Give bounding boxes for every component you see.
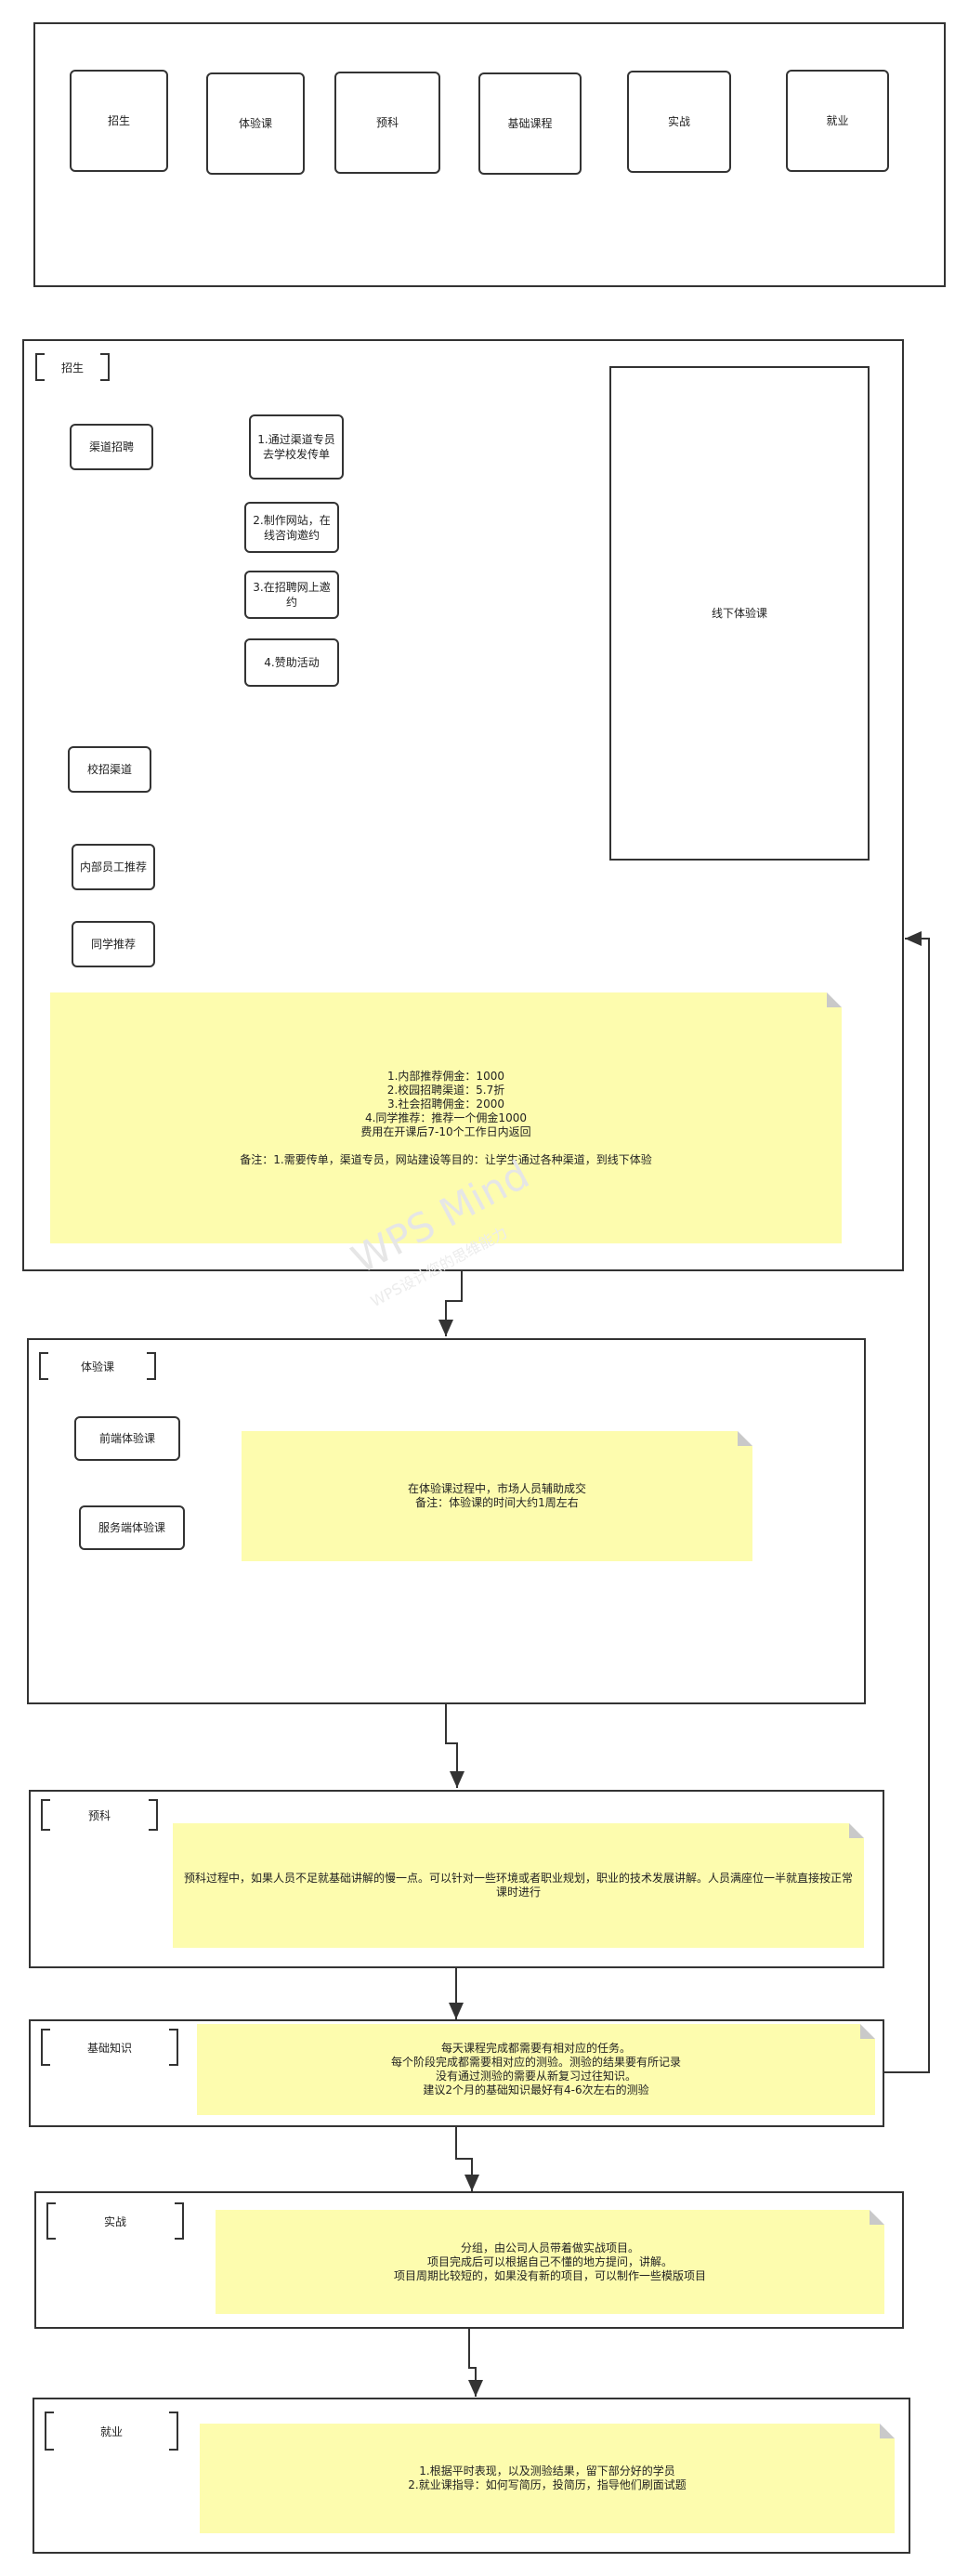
bracket-right — [175, 2202, 184, 2240]
recruit-title-label: 招生 — [60, 361, 84, 375]
recruit-internal-node[interactable]: 内部员工推荐 — [72, 844, 155, 890]
overview-stage-prep[interactable]: 预科 — [334, 72, 440, 174]
recruit-classmate-node[interactable]: 同学推荐 — [72, 921, 155, 967]
prep-title: 预科 — [41, 1799, 158, 1831]
note-fold — [849, 1823, 864, 1838]
practice-note: 分组，由公司人员带着做实战项目。 项目完成后可以根据自己不懂的地方提问，讲解。 … — [216, 2210, 884, 2314]
trial-backend-node[interactable]: 服务端体验课 — [79, 1505, 185, 1550]
trial-title: 体验课 — [39, 1352, 156, 1380]
bracket-left — [41, 1799, 50, 1831]
bracket-right — [169, 2412, 178, 2451]
overview-stage-trial[interactable]: 体验课 — [206, 72, 305, 175]
bracket-left — [39, 1352, 48, 1380]
job-title-label: 就业 — [99, 2425, 123, 2438]
overview-stage-job[interactable]: 就业 — [786, 70, 889, 172]
edge-basic-recruit-loop — [884, 931, 930, 2073]
bracket-right — [149, 1799, 158, 1831]
trial-note-text: 在体验课过程中，市场人员辅助成交 备注：体验课的时间大约1周左右 — [407, 1482, 586, 1509]
prep-note-text: 预科过程中，如果人员不足就基础讲解的慢一点。可以针对一些环境或者职业规划，职业的… — [183, 1872, 853, 1899]
trial-frontend-node[interactable]: 前端体验课 — [74, 1416, 180, 1461]
bracket-right — [169, 2029, 178, 2066]
edge-recruit-trial — [438, 1271, 463, 1336]
trial-title-label: 体验课 — [80, 1360, 114, 1373]
overview-stage-basic[interactable]: 基础课程 — [478, 72, 582, 175]
recruit-title: 招生 — [35, 353, 110, 381]
note-fold — [880, 2424, 895, 2438]
recruit-method-3-node[interactable]: 3.在招聘网上邀约 — [244, 571, 339, 619]
overview-stage-recruit[interactable]: 招生 — [70, 70, 168, 172]
bracket-right — [100, 353, 110, 381]
trial-note: 在体验课过程中，市场人员辅助成交 备注：体验课的时间大约1周左右 — [242, 1431, 752, 1561]
bracket-left — [41, 2029, 50, 2066]
practice-title-label: 实战 — [103, 2215, 126, 2228]
basic-title-label: 基础知识 — [86, 2041, 132, 2055]
job-title: 就业 — [45, 2412, 178, 2451]
recruit-method-4-node[interactable]: 4.赞助活动 — [244, 638, 339, 687]
practice-note-text: 分组，由公司人员带着做实战项目。 项目完成后可以根据自己不懂的地方提问，讲解。 … — [393, 2241, 706, 2282]
recruit-note: 1.内部推荐佣金：1000 2.校园招聘渠道：5.7折 3.社会招聘佣金：200… — [50, 992, 842, 1243]
edge-practice-job — [468, 2328, 483, 2397]
edge-trial-prep — [445, 1703, 464, 1788]
basic-note: 每天课程完成都需要有相对应的任务。 每个阶段完成都需要相对应的测验。测验的结果要… — [197, 2024, 875, 2115]
bracket-left — [35, 353, 45, 381]
practice-title: 实战 — [46, 2202, 184, 2240]
bracket-right — [147, 1352, 156, 1380]
bracket-left — [46, 2202, 56, 2240]
recruit-campus-node[interactable]: 校招渠道 — [68, 746, 151, 793]
basic-note-text: 每天课程完成都需要有相对应的任务。 每个阶段完成都需要相对应的测验。测验的结果要… — [390, 2042, 681, 2096]
overview-stage-practice[interactable]: 实战 — [627, 71, 731, 173]
recruit-offline-node[interactable]: 线下体验课 — [609, 366, 870, 861]
recruit-method-1-node[interactable]: 1.通过渠道专员去学校发传单 — [249, 414, 344, 480]
note-fold — [870, 2210, 884, 2225]
note-fold — [827, 992, 842, 1007]
recruit-note-text: 1.内部推荐佣金：1000 2.校园招聘渠道：5.7折 3.社会招聘佣金：200… — [240, 1069, 652, 1166]
bracket-left — [45, 2412, 54, 2451]
note-fold — [738, 1431, 752, 1446]
job-note: 1.根据平时表现，以及测验结果，留下部分好的学员 2.就业课指导：如何写简历，投… — [200, 2424, 895, 2533]
basic-title: 基础知识 — [41, 2029, 178, 2066]
prep-note: 预科过程中，如果人员不足就基础讲解的慢一点。可以针对一些环境或者职业规划，职业的… — [173, 1823, 864, 1948]
job-note-text: 1.根据平时表现，以及测验结果，留下部分好的学员 2.就业课指导：如何写简历，投… — [408, 2464, 687, 2491]
note-fold — [860, 2024, 875, 2039]
recruit-method-2-node[interactable]: 2.制作网站，在线咨询邀约 — [244, 502, 339, 553]
recruit-channel-node[interactable]: 渠道招聘 — [70, 424, 153, 470]
prep-title-label: 预科 — [87, 1808, 111, 1822]
